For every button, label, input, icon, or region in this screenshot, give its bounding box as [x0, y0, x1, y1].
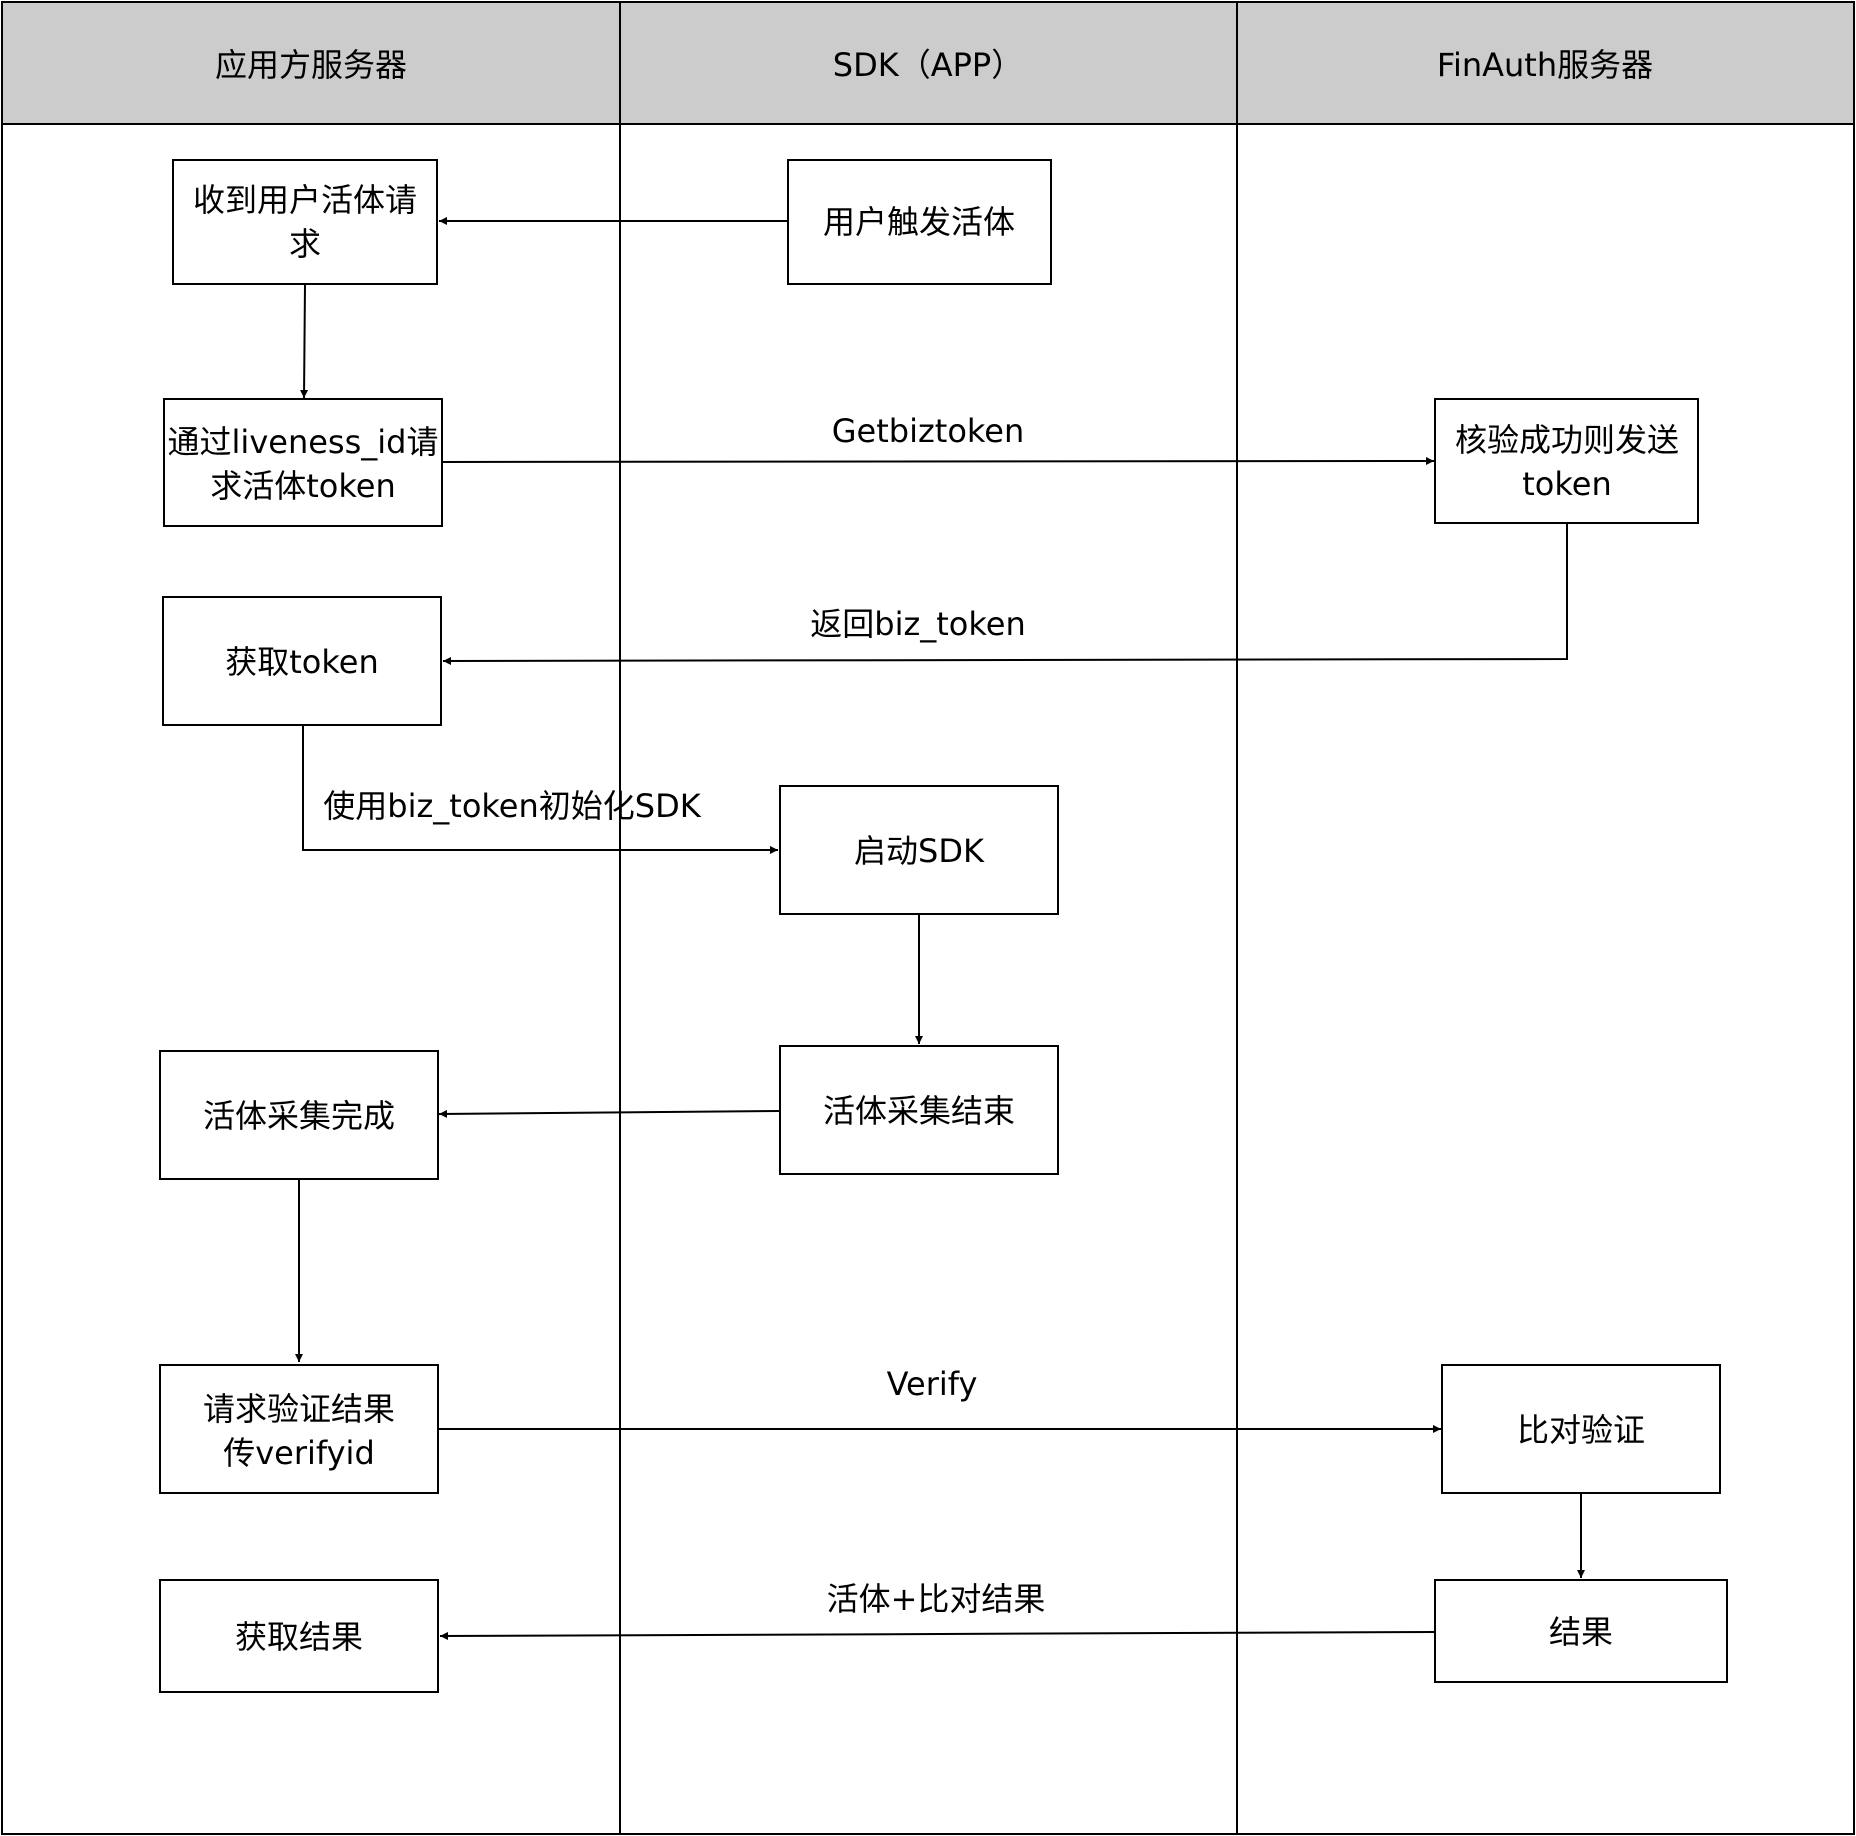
node-start-sdk-line-1: 启动SDK	[854, 832, 985, 870]
edge-return-biz-token	[442, 523, 1568, 665]
node-get-token: 获取token	[162, 596, 442, 726]
node-receive-request-line-2: 求	[289, 225, 321, 263]
node-receive-request: 收到用户活体请 求	[172, 159, 438, 285]
lane-title-app-server: 应用方服务器	[215, 46, 407, 84]
node-capture-done: 活体采集完成	[159, 1050, 439, 1180]
node-capture-end-line-1: 活体采集结束	[823, 1092, 1015, 1130]
edge-label-init-sdk: 使用biz_token初始化SDK	[323, 787, 701, 825]
node-compare-verify: 比对验证	[1441, 1364, 1721, 1494]
node-verify-send-token-line-1: 核验成功则发送	[1455, 421, 1679, 459]
lane-title-finauth: FinAuth服务器	[1437, 46, 1653, 84]
node-user-trigger-line-1: 用户触发活体	[823, 203, 1015, 241]
node-verify-send-token-line-2: token	[1522, 465, 1611, 503]
node-capture-done-line-1: 活体采集完成	[203, 1097, 395, 1135]
lane-body-sdk	[619, 123, 1238, 1835]
node-request-verify: 请求验证结果 传verifyid	[159, 1364, 439, 1494]
node-capture-end: 活体采集结束	[779, 1045, 1059, 1175]
edge-capture-end-to-done	[438, 1109, 780, 1118]
edge-label-verify: Verify	[887, 1365, 978, 1403]
node-request-verify-line-2: 传verifyid	[223, 1434, 375, 1472]
node-request-verify-line-1: 请求验证结果	[203, 1390, 395, 1428]
node-result-line-1: 结果	[1549, 1613, 1613, 1651]
edge-label-liveness-compare-result: 活体+比对结果	[827, 1580, 1046, 1618]
lane-finauth: FinAuth服务器	[1236, 1, 1855, 1835]
node-verify-send-token: 核验成功则发送 token	[1434, 398, 1699, 524]
lane-body-app-server	[1, 123, 621, 1835]
node-user-trigger: 用户触发活体	[787, 159, 1052, 285]
lane-header-sdk	[619, 1, 1238, 125]
lane-header-app-server	[1, 1, 621, 125]
lane-header-finauth	[1236, 1, 1855, 125]
lane-body-finauth	[1236, 123, 1855, 1835]
node-result: 结果	[1434, 1579, 1728, 1683]
node-get-result-line-1: 获取结果	[235, 1618, 363, 1656]
lane-title-sdk: SDK（APP）	[833, 46, 1023, 84]
node-request-token: 通过liveness_id请 求活体token	[163, 398, 443, 527]
lane-app-server: 应用方服务器	[1, 1, 621, 1835]
edge-liveness-compare-result	[439, 1631, 1436, 1640]
node-request-token-line-2: 求活体token	[210, 467, 396, 505]
edge-label-return-biz-token: 返回biz_token	[810, 605, 1026, 643]
edge-receive-to-request	[300, 283, 309, 399]
node-get-result: 获取结果	[159, 1579, 439, 1693]
node-start-sdk: 启动SDK	[779, 785, 1059, 915]
edge-init-sdk	[302, 725, 778, 854]
node-request-token-line-1: 通过liveness_id请	[168, 423, 439, 461]
node-compare-verify-line-1: 比对验证	[1517, 1411, 1645, 1449]
node-receive-request-line-1: 收到用户活体请	[193, 181, 417, 219]
node-get-token-line-1: 获取token	[225, 643, 379, 681]
edge-label-getbiztoken: Getbiztoken	[832, 412, 1025, 450]
edge-getbiztoken	[441, 457, 1435, 466]
